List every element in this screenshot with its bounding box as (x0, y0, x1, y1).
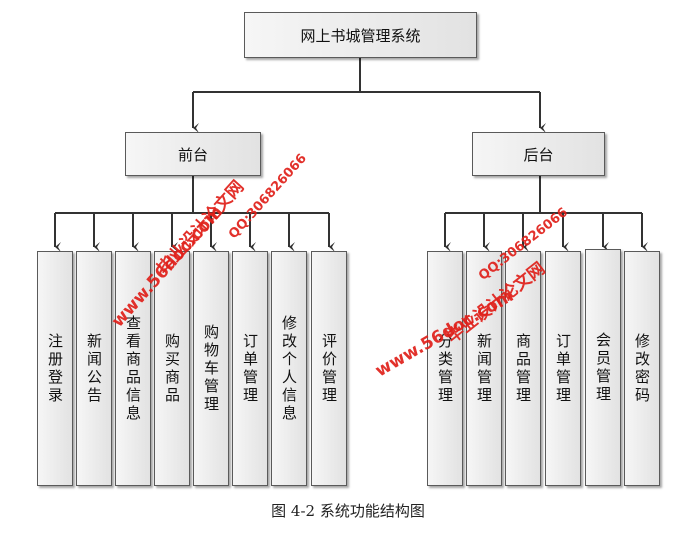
backend-leaf: 分类管理 (427, 251, 463, 486)
backend-leaf: 会员管理 (585, 249, 621, 486)
root-node: 网上书城管理系统 (244, 12, 477, 58)
frontend-leaf: 订单管理 (232, 251, 268, 486)
backend-leaf: 修改密码 (624, 251, 660, 486)
frontend-leaf: 查看商品信息 (115, 251, 151, 486)
backend-node: 后台 (472, 132, 605, 176)
backend-leaf: 订单管理 (545, 251, 581, 486)
frontend-leaf: 购物车管理 (193, 251, 229, 486)
backend-leaf: 商品管理 (505, 251, 541, 486)
backend-leaf: 新闻管理 (466, 251, 502, 486)
frontend-leaf: 注册登录 (37, 251, 73, 486)
backend-label: 后台 (523, 145, 554, 164)
frontend-leaf: 购买商品 (154, 251, 190, 486)
root-label: 网上书城管理系统 (300, 26, 421, 45)
frontend-label: 前台 (177, 145, 208, 164)
frontend-node: 前台 (125, 132, 261, 176)
frontend-leaf: 新闻公告 (76, 251, 112, 486)
figure-caption: 图 4-2 系统功能结构图 (271, 502, 425, 520)
frontend-leaf: 修改个人信息 (271, 251, 307, 486)
frontend-leaf: 评价管理 (311, 251, 347, 486)
